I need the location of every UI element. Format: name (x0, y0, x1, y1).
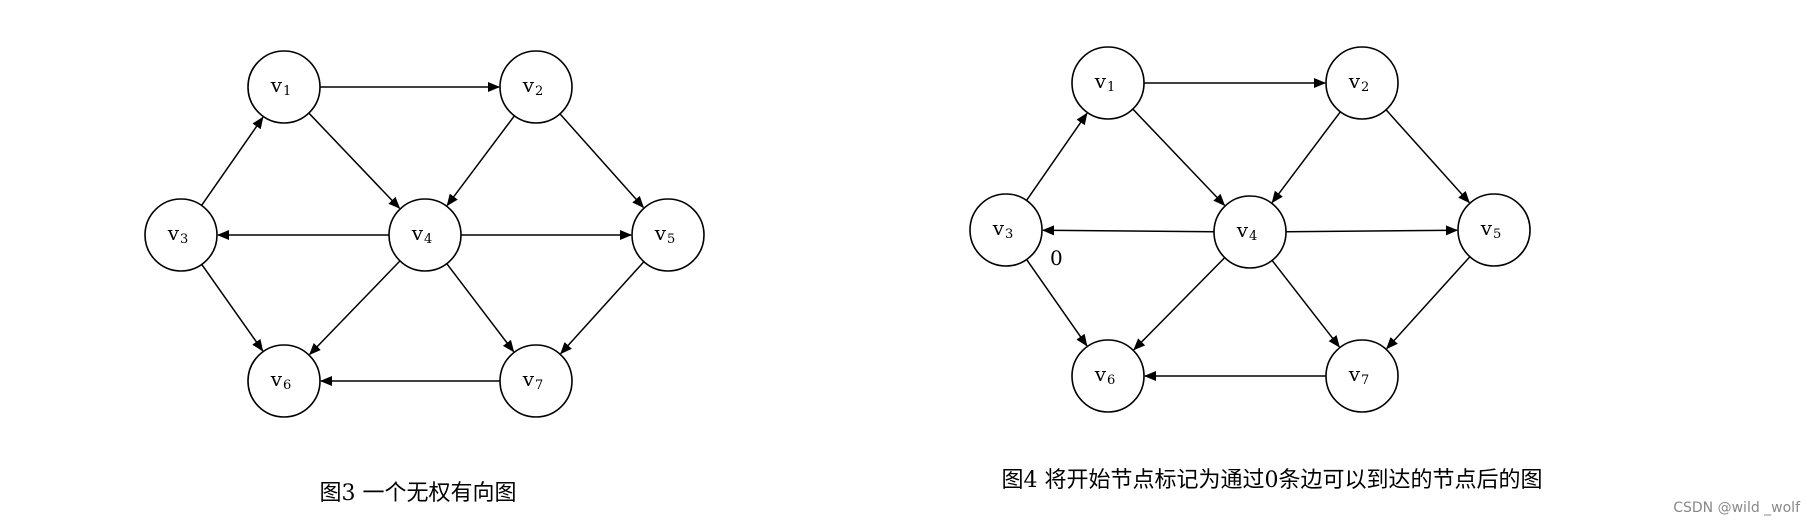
node-circle (1325, 339, 1399, 413)
node-circle (1325, 46, 1399, 120)
node-circle (499, 344, 573, 418)
node-circle (144, 198, 218, 272)
node-v5: v5 (631, 198, 705, 272)
graph-figure-3: v1 v2 v3 v4 v5 v6 v7 (144, 50, 705, 418)
node-v1: v1 (1071, 46, 1145, 120)
node-label: v4 (1236, 218, 1258, 244)
node-label: v5 (1480, 216, 1502, 242)
node-circle (247, 344, 321, 418)
node-circle (1071, 339, 1145, 413)
node-v3: v3 (969, 193, 1043, 267)
node-circle (1213, 195, 1287, 269)
node-v4: v4 (1213, 195, 1287, 269)
v3-distance-label: 0 (1050, 246, 1063, 270)
node-label: v2 (1348, 69, 1370, 95)
node-label: v1 (1094, 69, 1116, 95)
edge-v4-to-v7 (1271, 259, 1340, 348)
node-v5: v5 (1457, 193, 1531, 267)
edge-v2-to-v4 (1271, 111, 1341, 204)
node-v6: v6 (1071, 339, 1145, 413)
edge-v3-to-v1 (200, 116, 264, 206)
node-circle (631, 198, 705, 272)
node-v2: v2 (1325, 46, 1399, 120)
edge-v2-to-v5 (1385, 109, 1470, 204)
edge-v3-to-v6 (1026, 259, 1088, 347)
edge-v1-to-v4 (1132, 108, 1226, 206)
edge-v5-to-v7 (560, 261, 645, 355)
edge-v4-to-v7 (446, 263, 515, 353)
node-circle (1457, 193, 1531, 267)
node-v7: v7 (1325, 339, 1399, 413)
node-circle (969, 193, 1043, 267)
node-v2: v2 (499, 50, 573, 124)
edge-v4-to-v6 (1133, 257, 1226, 351)
node-label: v4 (411, 221, 433, 247)
edge-v5-to-v7 (1386, 256, 1471, 350)
node-v4: v4 (388, 198, 462, 272)
node-v6: v6 (247, 344, 321, 418)
node-circle (247, 50, 321, 124)
edge-v4-to-v6 (309, 260, 401, 356)
node-label: v7 (522, 367, 544, 393)
node-label: v3 (167, 221, 189, 247)
csdn-watermark: CSDN @wild _wolf (1673, 500, 1801, 516)
node-circle (388, 198, 462, 272)
edge-v3-to-v1 (1025, 112, 1088, 201)
node-label: v3 (992, 216, 1014, 242)
node-label: v6 (1094, 362, 1116, 388)
graph-figure-4: v1 v2 v3 v4 v5 v6 v7 (969, 46, 1531, 413)
figure-4-caption: 图4 将开始节点标记为通过0条边可以到达的节点后的图 (1002, 468, 1543, 493)
edge-v4-to-v5 (1285, 225, 1459, 236)
node-v1: v1 (247, 50, 321, 124)
edge-v1-to-v4 (308, 112, 401, 209)
figure-3-caption: 图3 一个无权有向图 (320, 481, 517, 506)
edge-v4-to-v3 (1041, 225, 1215, 236)
edge-v3-to-v6 (201, 263, 264, 352)
node-v7: v7 (499, 344, 573, 418)
node-label: v7 (1348, 362, 1370, 388)
node-circle (1071, 46, 1145, 120)
node-label: v1 (270, 73, 292, 99)
node-circle (499, 50, 573, 124)
node-v3: v3 (144, 198, 218, 272)
edge-v2-to-v4 (446, 115, 516, 207)
node-label: v2 (522, 73, 544, 99)
node-label: v5 (654, 221, 676, 247)
edge-v2-to-v5 (559, 113, 645, 209)
node-label: v6 (270, 367, 292, 393)
